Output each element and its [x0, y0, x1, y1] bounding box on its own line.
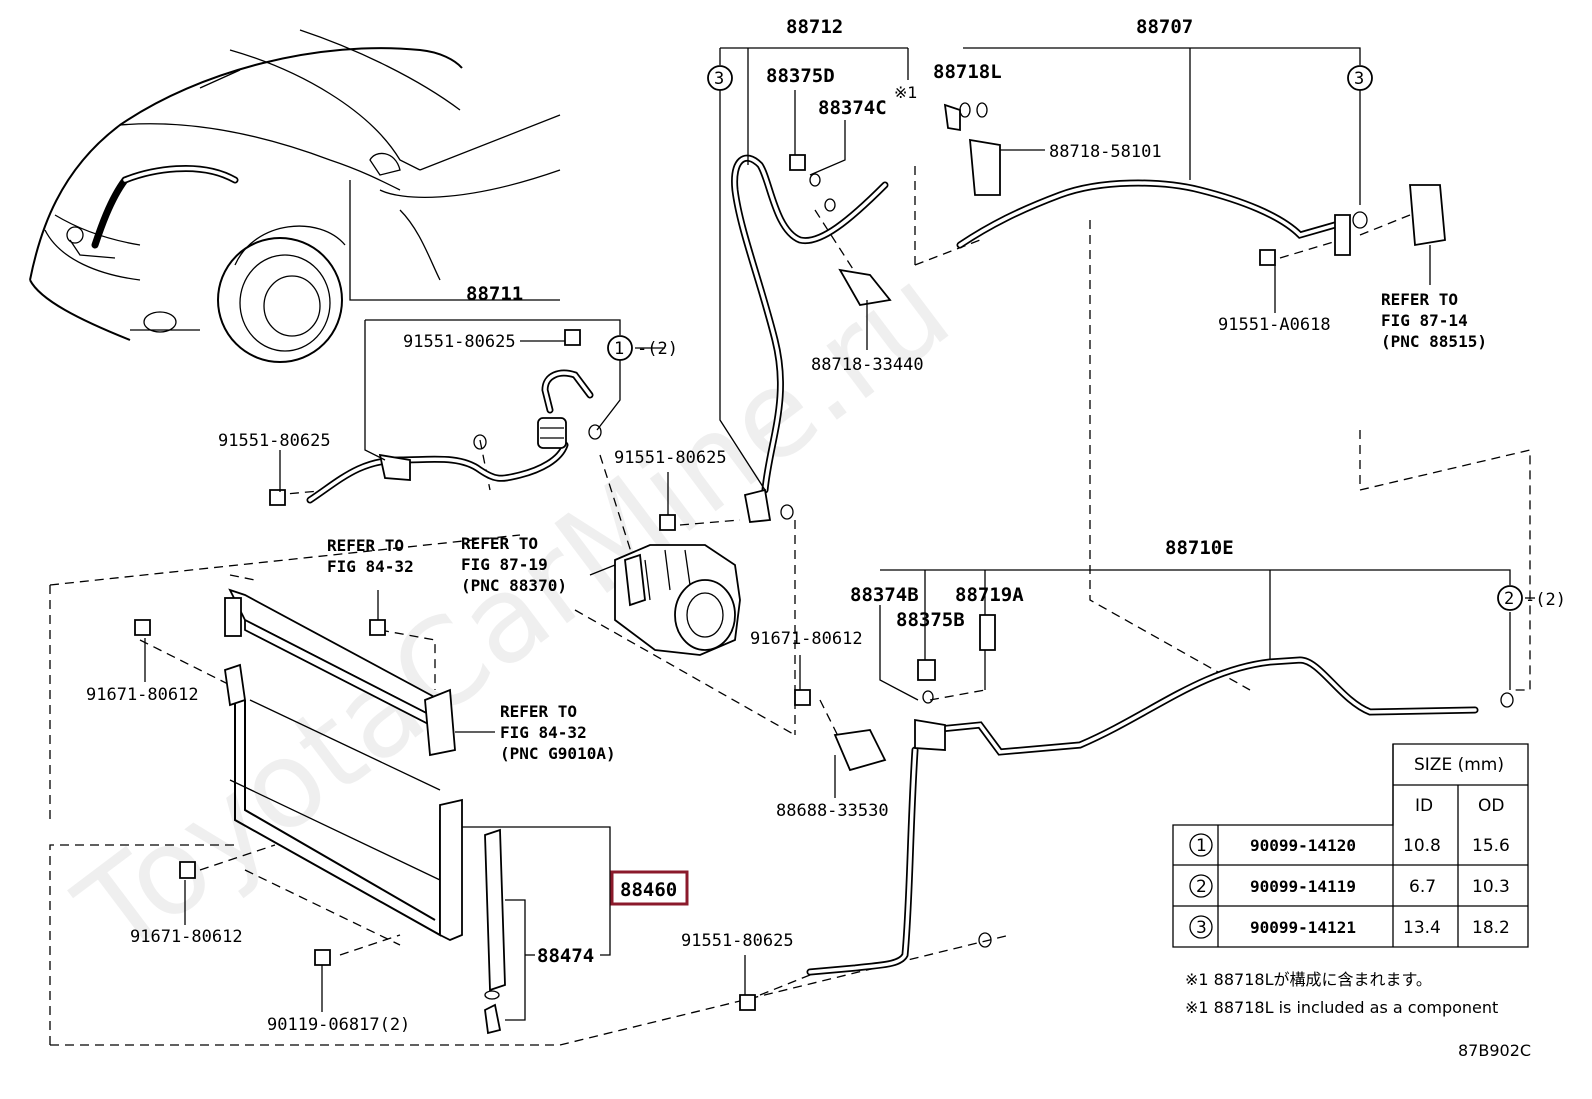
- ref-fig84-32-g-line1[interactable]: REFER TO: [500, 702, 577, 721]
- label-88688-33530[interactable]: 88688-33530: [776, 801, 889, 821]
- size-table-header: SIZE (mm): [1414, 755, 1504, 775]
- label-91671-80612-a[interactable]: 91671-80612: [750, 629, 863, 649]
- label-91671-80612-c[interactable]: 91671-80612: [130, 927, 243, 947]
- car-illustration: [29, 29, 561, 363]
- label-91551-80625-c[interactable]: 91551-80625: [614, 448, 727, 468]
- label-88474[interactable]: 88474: [537, 945, 594, 967]
- assembly-dashed-lines: [49, 160, 1531, 1046]
- label-88375D[interactable]: 88375D: [766, 65, 835, 87]
- size-row-1-part[interactable]: 90099-14120: [1250, 836, 1356, 855]
- receiver-dryer: [537, 417, 567, 449]
- size-row-3-part[interactable]: 90099-14121: [1250, 918, 1356, 937]
- part-labels: 88712 88707 88375D 88374C ※1 88718L 8871…: [86, 16, 1566, 1035]
- label-90119-06817[interactable]: 90119-06817(2): [267, 1015, 410, 1035]
- size-row-2-od: 10.3: [1472, 877, 1510, 897]
- label-91671-80612-b[interactable]: 91671-80612: [86, 685, 199, 705]
- size-table-col-od: OD: [1478, 796, 1504, 816]
- ref-fig87-19-line3[interactable]: (PNC 88370): [461, 576, 567, 595]
- label-91551-80625-d[interactable]: 91551-80625: [681, 931, 794, 951]
- ref-fig87-14-line2[interactable]: FIG 87-14: [1381, 311, 1468, 330]
- qty-2-a: -(2): [637, 339, 678, 359]
- condenser: [224, 588, 463, 941]
- qty-2-b: -(2): [1525, 590, 1566, 610]
- label-91551-80625-b[interactable]: 91551-80625: [218, 431, 331, 451]
- marker-3-right: 3: [1354, 69, 1364, 89]
- label-88718L[interactable]: 88718L: [933, 61, 1002, 83]
- label-88374B[interactable]: 88374B: [850, 584, 919, 606]
- size-row-2-id: 6.7: [1409, 877, 1436, 897]
- label-88718-58101[interactable]: 88718-58101: [1049, 142, 1162, 162]
- size-row-3-mark: 3: [1196, 918, 1207, 938]
- size-row-1-mark: 1: [1196, 836, 1207, 856]
- label-88712[interactable]: 88712: [786, 16, 843, 38]
- label-88375B[interactable]: 88375B: [896, 609, 965, 631]
- figure-code: 87B902C: [1458, 1041, 1531, 1060]
- label-88707[interactable]: 88707: [1136, 16, 1193, 38]
- size-row-3-id: 13.4: [1403, 918, 1441, 938]
- ref-fig84-32-g-line2[interactable]: FIG 84-32: [500, 723, 587, 742]
- size-table: SIZE (mm) ID OD 1 90099-14120 10.8 15.6 …: [1172, 743, 1529, 948]
- size-row-2-part[interactable]: 90099-14119: [1250, 877, 1356, 896]
- note-mark-1: ※1: [894, 83, 918, 102]
- label-91551-80625-a[interactable]: 91551-80625: [403, 332, 516, 352]
- size-table-col-id: ID: [1415, 796, 1433, 816]
- ref-fig84-32-g-line3[interactable]: (PNC G9010A): [500, 744, 616, 763]
- ref-fig87-19-line1[interactable]: REFER TO: [461, 534, 538, 553]
- label-88374C[interactable]: 88374C: [818, 97, 887, 119]
- label-88711[interactable]: 88711: [466, 283, 523, 305]
- label-88460[interactable]: 88460: [620, 879, 677, 901]
- size-row-2-mark: 2: [1196, 877, 1207, 897]
- label-88718-33440[interactable]: 88718-33440: [811, 355, 924, 375]
- refer-to-notes: REFER TO FIG 84-32 REFER TO FIG 87-19 (P…: [327, 290, 1487, 763]
- desiccant-element: [484, 828, 506, 1035]
- ref-fig87-14-line1[interactable]: REFER TO: [1381, 290, 1458, 309]
- leader-lines: [144, 47, 1535, 1021]
- size-row-1-od: 15.6: [1472, 836, 1510, 856]
- label-88719A[interactable]: 88719A: [955, 584, 1024, 606]
- ref-fig87-14-line3[interactable]: (PNC 88515): [1381, 332, 1487, 351]
- size-row-1-id: 10.8: [1403, 836, 1441, 856]
- brackets-and-fittings: [134, 102, 1514, 1011]
- highlight-box-88460: [610, 870, 689, 906]
- compressor: [614, 544, 741, 656]
- marker-1: 1: [614, 339, 624, 359]
- note-english: ※1 88718L is included as a component: [1185, 998, 1498, 1017]
- note-japanese: ※1 88718Lが構成に含まれます。: [1185, 970, 1432, 989]
- label-88710E[interactable]: 88710E: [1165, 537, 1234, 559]
- refrigerant-pipes: [306, 154, 1479, 976]
- marker-3-left: 3: [714, 69, 724, 89]
- ref-fig84-32-top-line1[interactable]: REFER TO: [327, 536, 404, 555]
- label-91551-A0618[interactable]: 91551-A0618: [1218, 315, 1331, 335]
- size-row-3-od: 18.2: [1472, 918, 1510, 938]
- marker-2: 2: [1504, 589, 1514, 609]
- circled-markers: 3 3 1 2: [607, 65, 1523, 611]
- ref-fig87-19-line2[interactable]: FIG 87-19: [461, 555, 548, 574]
- ref-fig84-32-top-line2[interactable]: FIG 84-32: [327, 557, 414, 576]
